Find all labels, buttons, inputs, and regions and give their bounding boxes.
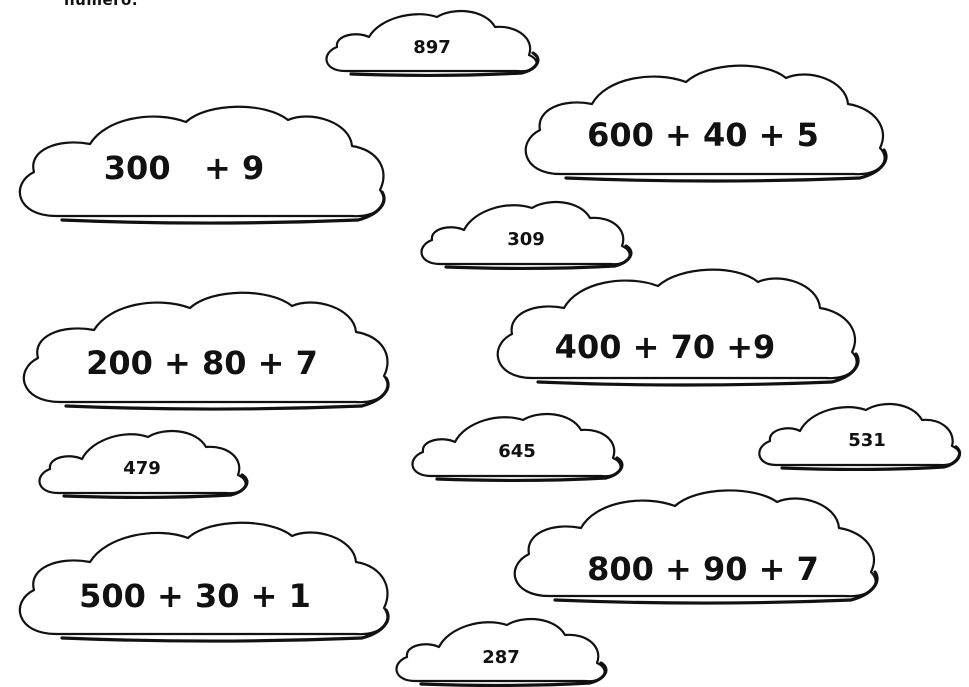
number-cloud-897[interactable]: 897 [317,5,547,77]
sum-label: 800 + 90 + 7 [513,553,893,585]
sum-cloud-897[interactable]: 800 + 90 + 7 [503,484,883,606]
sum-cloud-645[interactable]: 600 + 40 + 5 [514,56,892,184]
sum-label: 300 + 9 [0,152,374,184]
sum-cloud-479[interactable]: 400 + 70 +9 [486,262,864,388]
sum-label: 500 + 30 + 1 [2,580,388,612]
sum-cloud-531[interactable]: 500 + 30 + 1 [8,514,394,644]
number-label: 309 [412,231,640,249]
number-cloud-287[interactable]: 287 [387,615,615,687]
number-cloud-479[interactable]: 479 [30,425,254,500]
number-cloud-645[interactable]: 645 [403,407,631,483]
sum-label: 600 + 40 + 5 [514,119,892,151]
number-cloud-309[interactable]: 309 [412,196,640,271]
sum-label: 200 + 80 + 7 [12,347,392,379]
sum-cloud-309[interactable]: 300 + 9 [8,98,388,226]
number-label: 479 [30,460,254,478]
number-cloud-531[interactable]: 531 [750,398,968,472]
number-label: 531 [758,432,969,450]
sum-cloud-287[interactable]: 200 + 80 + 7 [12,284,392,412]
number-label: 897 [317,39,547,57]
instruction-text: número. [64,0,138,9]
sum-label: 400 + 70 +9 [476,331,854,363]
number-label: 287 [387,649,615,667]
number-label: 645 [403,443,631,461]
cloud-shape [486,262,864,388]
